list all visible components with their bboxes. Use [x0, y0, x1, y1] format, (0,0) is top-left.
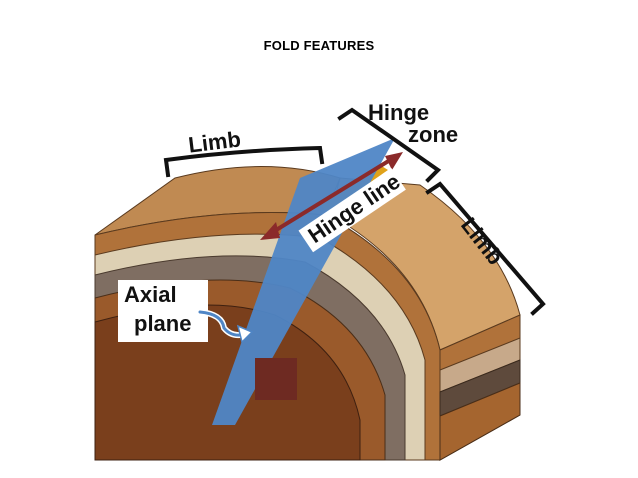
double-headed-arrow-icon: [260, 152, 403, 240]
hinge-zone-label-line1: Hinge: [368, 100, 429, 125]
hinge-zone-label-line2: zone: [408, 122, 458, 147]
limb-right-bracket: [425, 181, 546, 316]
core-marker-box: [255, 358, 297, 400]
axial-plane-label-line1: Axial: [124, 282, 177, 307]
hinge-zone-bracket: [337, 107, 442, 183]
limb-left-bracket: [163, 145, 325, 178]
curved-arrow-icon: [197, 309, 254, 344]
right-end-layer-brown: [439, 382, 521, 461]
slide-title: FOLD FEATURES: [263, 38, 375, 53]
axial-plane-label-line2: plane: [134, 311, 191, 336]
axial-plane-label-box: [118, 280, 208, 342]
